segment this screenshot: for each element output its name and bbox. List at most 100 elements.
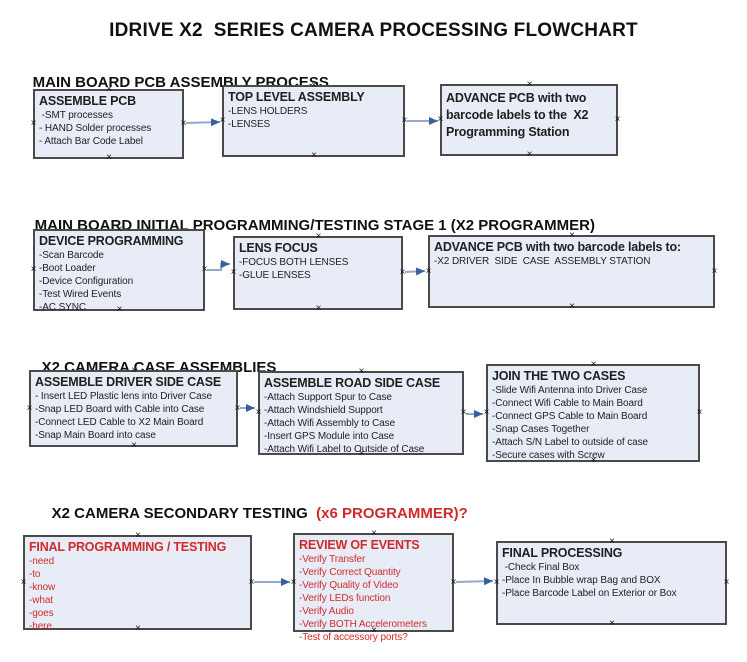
connection-point-icon: ×	[609, 536, 615, 547]
flow-box-device-programming: × × × × DEVICE PROGRAMMING -Scan Barcode -B…	[30, 224, 208, 315]
flow-box-title: TOP LEVEL ASSEMBLY	[228, 90, 365, 104]
flow-box-item: -Secure cases with Screw	[492, 450, 605, 461]
connection-point-icon: ×	[230, 267, 237, 278]
flow-box-title: JOIN THE TWO CASES	[492, 369, 626, 383]
flow-box-item: -LENSES	[228, 119, 271, 130]
flow-box-item: -need	[29, 556, 55, 567]
connection-point-icon: ×	[569, 230, 575, 241]
connection-point-icon: ×	[358, 448, 365, 459]
flow-box-item: -Attach S/N Label to outside of case	[492, 437, 648, 448]
connection-point-icon: ×	[614, 114, 621, 125]
flow-box-title: FINAL PROGRAMMING / TESTING	[29, 540, 227, 554]
flow-box-assemble-pcb: ×××× ASSEMBLE PCB -SMT processes - HAND …	[30, 84, 187, 163]
connection-point-icon: ×	[30, 118, 37, 129]
flow-box-item: - HAND Solder processes	[39, 123, 152, 134]
flow-box-item: -Attach Wifi Assembly to Case	[264, 418, 396, 429]
flow-box-item: -Snap LED Board with Cable into Case	[35, 404, 205, 415]
flow-box-title: ASSEMBLE PCB	[39, 94, 136, 108]
connection-point-icon: ×	[106, 84, 112, 95]
connection-point-icon: ×	[311, 80, 317, 91]
connector-arrow	[207, 260, 230, 271]
connection-point-icon: ×	[180, 118, 187, 129]
flow-box-item: -Slide Wifi Antenna into Driver Case	[492, 385, 648, 396]
flow-box-title: ASSEMBLE DRIVER SIDE CASE	[35, 375, 222, 389]
connection-point-icon: ×	[315, 231, 322, 242]
connection-point-icon: ×	[723, 577, 730, 588]
flow-box-item: -X2 DRIVER SIDE CASE ASSEMBLY STATION	[434, 256, 651, 267]
connection-point-icon: ×	[131, 365, 137, 376]
flow-box-item: -FOCUS BOTH LENSES	[239, 257, 349, 268]
connection-point-icon: ×	[116, 224, 123, 235]
flow-box-title: LENS FOCUS	[239, 241, 318, 255]
connection-point-icon: ×	[201, 264, 208, 275]
flow-box-item: -Attach Windshield Support	[264, 405, 383, 416]
connection-point-icon: ×	[131, 440, 137, 451]
flow-box-item: -Test of accessory ports?	[299, 632, 408, 643]
connection-point-icon: ×	[401, 115, 408, 126]
connection-point-icon: ×	[425, 265, 432, 277]
connection-point-icon: ×	[483, 407, 490, 418]
flow-box-top-level-assembly: × × × × TOP LEVEL ASSEMBLY -LENS HOLDERS -L…	[219, 80, 408, 161]
connection-point-icon: ×	[116, 304, 123, 315]
flow-box-advance-pcb-driver-side: ×××× ADVANCE PCB with two barcode labels…	[425, 230, 718, 312]
page-title: IDRIVE X2 SERIES CAMERA PROCESSING FLOWC…	[109, 20, 638, 41]
flow-box-item: -LENS HOLDERS	[228, 106, 308, 117]
connection-point-icon: ×	[315, 303, 322, 314]
flow-box-advance-pcb-programming-station: ×××× ADVANCE PCB with two barcode labels…	[437, 79, 621, 160]
flow-box-item: -Verify Correct Quantity	[299, 567, 401, 578]
connection-point-icon: ×	[437, 114, 444, 125]
section-heading-initial-programming: MAIN BOARD INITIAL PROGRAMMING/TESTING S…	[18, 200, 595, 251]
flow-box-item: -Insert GPS Module into Case	[264, 431, 395, 442]
flow-box-item: - Insert LED Plastic lens into Driver Ca…	[35, 391, 212, 402]
connection-point-icon: ×	[711, 265, 718, 277]
connection-point-icon: ×	[219, 115, 226, 126]
connection-point-icon: ×	[248, 576, 255, 588]
flow-box-item: -Scan Barcode	[39, 250, 104, 261]
flow-box-item: -Place In Bubble wrap Bag and BOX	[502, 575, 661, 586]
connection-point-icon: ×	[460, 407, 467, 418]
connection-point-icon: ×	[696, 407, 703, 418]
flow-box-item: -here	[29, 621, 52, 632]
section-heading-secondary-testing: X2 CAMERA SECONDARY TESTING (x6 PROGRAMM…	[35, 488, 468, 539]
flow-box-item: -Attach Wifi Label to Outside of Case	[264, 444, 425, 455]
connection-point-icon: ×	[371, 528, 377, 539]
connection-point-icon: ×	[255, 407, 262, 418]
connection-point-icon: ×	[526, 79, 533, 90]
flow-box-item: -Connect Wifi Cable to Main Board	[492, 398, 643, 409]
flow-box-item: -goes	[29, 608, 54, 619]
connection-point-icon: ×	[590, 359, 597, 370]
flow-box-item: -Verify Quality of Video	[299, 580, 399, 591]
flow-box-item: -Snap Main Board into case	[35, 430, 156, 441]
section-heading-red-text: (x6 PROGRAMMER)?	[307, 505, 468, 522]
flow-box-assemble-driver-side-case: ×××× ASSEMBLE DRIVER SIDE CASE - Insert …	[26, 365, 241, 451]
connection-point-icon: ×	[30, 264, 37, 275]
section-heading-text: MAIN BOARD INITIAL PROGRAMMING/TESTING S…	[34, 217, 595, 234]
connection-point-icon: ×	[590, 455, 597, 466]
flow-box-item: -Snap Cases Together	[492, 424, 590, 435]
flow-box-item: -Verify Audio	[299, 606, 354, 617]
flow-box-title: DEVICE PROGRAMMING	[39, 234, 184, 248]
flow-box-item: -Attach Support Spur to Case	[264, 392, 392, 403]
flow-box-item: -Boot Loader	[39, 263, 96, 274]
connection-point-icon: ×	[26, 402, 33, 414]
connector-arrow	[185, 118, 221, 127]
flow-box-title: ADVANCE PCB with two barcode labels to t…	[446, 91, 592, 139]
flow-box-item: -AC SYNC	[39, 302, 86, 313]
flow-box-item: -Device Configuration	[39, 276, 134, 287]
connector-arrow	[455, 577, 494, 586]
flow-box-title: ADVANCE PCB with two barcode labels to:	[434, 240, 681, 254]
connection-point-icon: ×	[135, 530, 141, 541]
flow-box-title: ASSEMBLE ROAD SIDE CASE	[264, 376, 440, 390]
flow-box-item: -Test Wired Events	[39, 289, 122, 300]
flow-box-item: -to	[29, 569, 41, 580]
connection-point-icon: ×	[371, 625, 377, 636]
connection-point-icon: ×	[106, 152, 112, 163]
flow-box-item: -Connect LED Cable to X2 Main Board	[35, 417, 204, 428]
flow-box-assemble-road-side-case: ×××× ASSEMBLE ROAD SIDE CASE -Attach Sup…	[255, 367, 467, 459]
flow-box-item: -GLUE LENSES	[239, 270, 311, 281]
section-heading-text: X2 CAMERA SECONDARY TESTING	[51, 505, 308, 522]
flow-box-item: -Place Barcode Label on Exterior or Box	[502, 588, 677, 599]
connection-point-icon: ×	[311, 150, 317, 161]
connection-point-icon: ×	[290, 576, 297, 588]
